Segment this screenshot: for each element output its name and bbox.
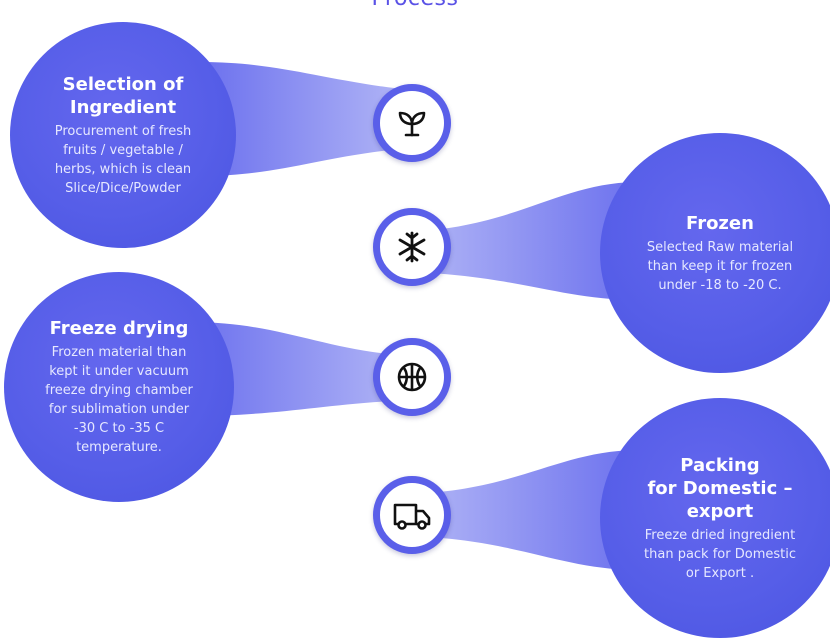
step-icon-node bbox=[373, 476, 451, 554]
page-title: Process bbox=[0, 0, 830, 11]
step-description: Selected Raw material than keep it for f… bbox=[646, 239, 794, 293]
connector-step-4 bbox=[410, 450, 640, 570]
basketball-icon bbox=[397, 362, 427, 392]
connector-step-1 bbox=[200, 62, 410, 176]
connector-step-2 bbox=[410, 182, 640, 300]
step-icon-node bbox=[373, 338, 451, 416]
step-circle-frozen: Frozen Selected Raw material than keep i… bbox=[600, 133, 830, 373]
step-title: Packing for Domestic – export bbox=[647, 454, 793, 522]
step-icon-node bbox=[373, 84, 451, 162]
connector-step-3 bbox=[190, 322, 410, 416]
snowflake-icon bbox=[398, 231, 426, 263]
truck-icon bbox=[393, 503, 431, 530]
step-title: Selection of Ingredient bbox=[62, 73, 184, 118]
step-circle-selection: Selection of Ingredient Procurement of f… bbox=[10, 22, 236, 248]
connector-layer bbox=[190, 62, 640, 570]
step-circle-packing: Packing for Domestic – export Freeze dri… bbox=[600, 398, 830, 638]
step-title: Freeze drying bbox=[49, 318, 189, 339]
step-description: Freeze dried ingredient than pack for Do… bbox=[644, 527, 796, 581]
sprout-icon bbox=[398, 111, 426, 137]
step-title: Frozen bbox=[686, 212, 754, 234]
step-description: Frozen material than kept it under vacuu… bbox=[45, 345, 193, 455]
step-circle-freeze-drying: Freeze drying Frozen material than kept … bbox=[4, 272, 234, 502]
step-description: Procurement of fresh fruits / vegetable … bbox=[54, 123, 192, 196]
step-icon-node bbox=[373, 208, 451, 286]
